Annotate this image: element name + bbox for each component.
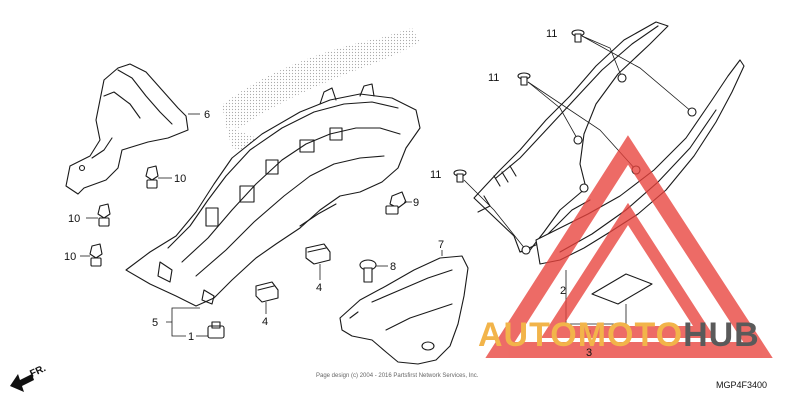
callout-4-left: 4 — [262, 316, 268, 328]
rear-hugger — [339, 250, 469, 365]
screw-11-lower — [453, 169, 527, 251]
callout-10-middle: 10 — [68, 213, 80, 225]
screw-9 — [385, 191, 412, 215]
seat-ghost-silhouette — [222, 28, 420, 128]
upper-inner-fender — [65, 63, 200, 195]
callout-9: 9 — [413, 197, 419, 209]
callout-5: 5 — [152, 317, 158, 329]
diagram-code: MGP4F3400 — [716, 380, 768, 390]
rear-fender — [125, 83, 421, 307]
callout-4-right: 4 — [316, 282, 322, 294]
copyright-text: Page design (c) 2004 - 2016 Partsfirst N… — [316, 373, 479, 379]
screw-11-top — [571, 29, 693, 113]
callout-10-upper: 10 — [174, 173, 186, 185]
bolt-8 — [359, 259, 388, 283]
leader-2 — [565, 270, 627, 325]
screw-10-upper — [145, 165, 172, 189]
screw-10-middle — [86, 203, 111, 227]
watermark-text: AUTOMOTOHUB — [478, 316, 760, 355]
watermark-text-part2: HUB — [683, 316, 760, 354]
watermark-text-part1: AUTOMOTO — [478, 316, 684, 354]
callout-11-top: 11 — [546, 28, 557, 40]
callout-2: 2 — [560, 285, 566, 297]
clip-part-1 — [196, 321, 225, 339]
side-cover — [473, 21, 745, 265]
rubber-4-left — [255, 281, 279, 314]
callout-11-lower: 11 — [430, 169, 441, 181]
leader-5 — [166, 307, 200, 337]
screw-10-lower — [80, 243, 103, 267]
callout-8: 8 — [390, 261, 396, 273]
watermark-triangle-icon — [485, 135, 773, 358]
label-sticker-3 — [591, 273, 653, 305]
front-direction-arrow-icon — [10, 374, 34, 392]
callout-1: 1 — [188, 331, 194, 343]
callout-6: 6 — [204, 109, 210, 121]
callout-10-lower: 10 — [64, 251, 76, 263]
callout-3: 3 — [586, 347, 592, 359]
callout-11-middle: 11 — [488, 72, 499, 84]
rubber-4-right — [305, 243, 331, 280]
callout-7: 7 — [438, 239, 444, 251]
